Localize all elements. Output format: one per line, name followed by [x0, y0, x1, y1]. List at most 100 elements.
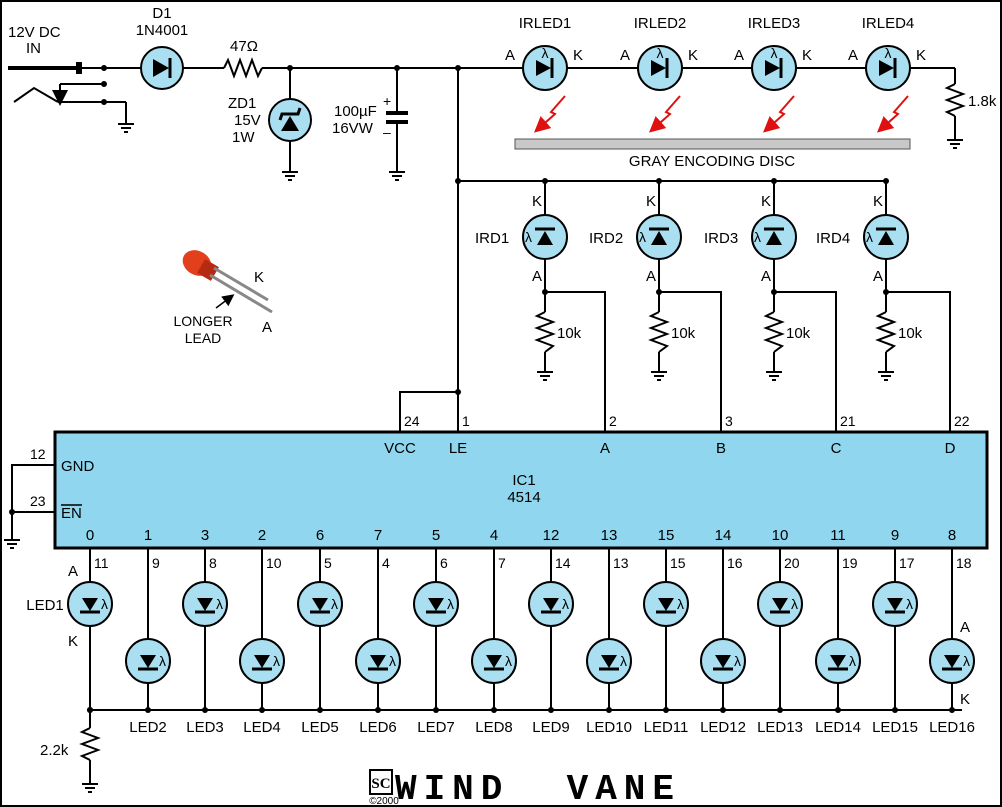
ird-anode: A [532, 268, 542, 285]
ic-pin-c: 21C [831, 413, 856, 457]
ir-ray [763, 95, 795, 133]
led-ref: LED15 [872, 719, 918, 736]
ic-ref: IC1 [512, 472, 535, 489]
led-ref: LED3 [186, 719, 224, 736]
supply-label-line1: 12V DC [8, 24, 61, 41]
led-ref: LED14 [815, 719, 861, 736]
ic-pin-label: B [716, 440, 726, 457]
ic-pin-b: 3B [716, 413, 733, 457]
ird-anode: A [646, 268, 656, 285]
ird-cathode: K [532, 193, 542, 210]
zd1-volt: 15V [234, 112, 261, 129]
ic-output-number: 1 [144, 527, 152, 544]
cap-plus: + [383, 93, 391, 109]
ic-pin-label: A [600, 440, 610, 457]
ic-output-pin: 5 [324, 555, 332, 571]
supply-label-line2: IN [26, 40, 41, 57]
ird-anode: A [761, 268, 771, 285]
led-ref: LED7 [417, 719, 455, 736]
led-lead-legend: K A LONGER LEAD [173, 250, 273, 346]
ic-gnd-label: GND [61, 458, 95, 475]
sc-logo: SC [371, 776, 390, 792]
schematic-title: WIND VANE [395, 769, 681, 807]
cap-value: 100µF [334, 103, 377, 120]
irled-anode: A [620, 47, 630, 64]
resistor-2k2: 2.2k [40, 707, 962, 793]
led-ref: LED2 [129, 719, 167, 736]
ic-en-pin: 23 [30, 493, 46, 509]
ird-ref: IRD1 [475, 230, 509, 247]
led-ref: LED10 [586, 719, 632, 736]
lambda-symbol: λ [505, 653, 512, 669]
ic-pin-label: D [945, 440, 956, 457]
ird-cathode: K [646, 193, 656, 210]
led-ref: LED4 [243, 719, 281, 736]
lambda-symbol: λ [734, 653, 741, 669]
irled-anode: A [848, 47, 858, 64]
lambda-symbol: λ [963, 653, 970, 669]
irled-cathode: K [802, 47, 812, 64]
ird-ref: IRD4 [816, 230, 850, 247]
irled-anode: A [505, 47, 515, 64]
led16-cathode: K [960, 691, 970, 708]
lambda-symbol: λ [849, 653, 856, 669]
irled-ref: IRLED4 [862, 15, 915, 32]
lambda-symbol: λ [677, 596, 684, 612]
copyright-year: ©2000 [369, 796, 399, 807]
lambda-symbol: λ [331, 596, 338, 612]
lambda-symbol: λ [447, 596, 454, 612]
r47-value: 47Ω [230, 38, 258, 55]
led-ref: LED5 [301, 719, 339, 736]
ic-output-pin: 16 [727, 555, 743, 571]
lambda-symbol: λ [542, 45, 549, 61]
ic-output-number: 3 [201, 527, 209, 544]
legend-longer: LONGER [173, 313, 232, 329]
irled-ref: IRLED1 [519, 15, 572, 32]
ir-ray [649, 95, 681, 133]
lambda-symbol: λ [791, 596, 798, 612]
d1-part: 1N4001 [136, 22, 189, 39]
ic-output-pin: 20 [784, 555, 800, 571]
lambda-symbol: λ [906, 596, 913, 612]
ic-pin-number: 1 [462, 413, 470, 429]
ic-output-pin: 8 [209, 555, 217, 571]
ic-pin-d: 22D [945, 413, 970, 457]
ic-output-pin: 9 [152, 555, 160, 571]
irled-ref: IRLED3 [748, 15, 801, 32]
irled-anode: A [734, 47, 744, 64]
legend-lead: LEAD [185, 330, 222, 346]
dc-input-jack: 12V DC IN [8, 24, 134, 133]
ic-output-pin: 17 [899, 555, 915, 571]
irled-cathode: K [688, 47, 698, 64]
irled-cathode: K [573, 47, 583, 64]
ic-output-number: 13 [601, 527, 618, 544]
ic-output-number: 4 [490, 527, 498, 544]
ird-resistor-value: 10k [671, 325, 696, 342]
irled-ref: IRLED2 [634, 15, 687, 32]
ird-ref: IRD3 [704, 230, 738, 247]
ird-cathode: K [873, 193, 883, 210]
ic-pin-a: 2A [600, 413, 617, 457]
led16-anode: A [960, 619, 970, 636]
ic-output-number: 8 [948, 527, 956, 544]
led-ref: LED1 [26, 597, 64, 614]
lambda-symbol: λ [273, 653, 280, 669]
d1-ref: D1 [152, 5, 171, 22]
